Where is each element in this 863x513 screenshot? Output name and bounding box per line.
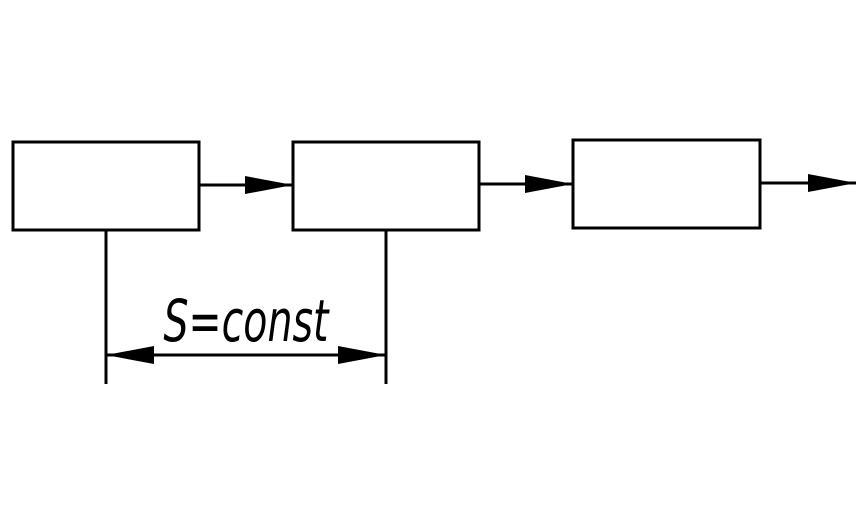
dimension-label: S=const [164, 287, 331, 355]
block-2 [291, 140, 481, 232]
block-3 [571, 138, 762, 230]
block-1 [11, 140, 201, 232]
